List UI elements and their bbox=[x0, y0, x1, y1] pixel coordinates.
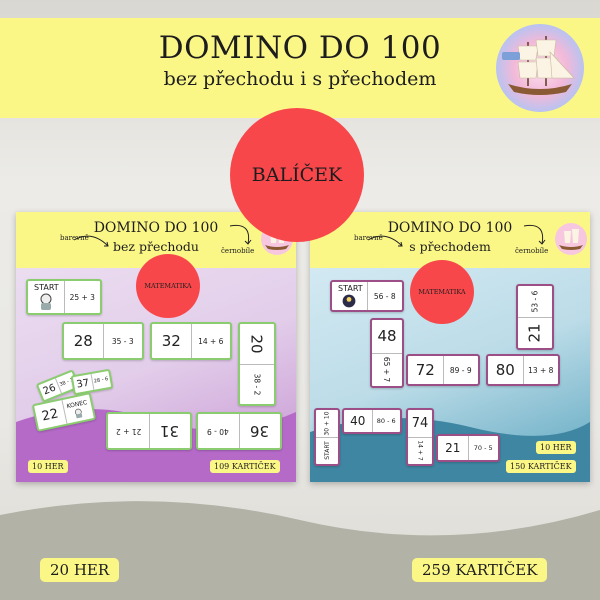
astronaut-icon bbox=[40, 293, 52, 310]
tile-expr: 14 + 7 bbox=[416, 440, 424, 461]
tile-number: 80 bbox=[495, 361, 515, 379]
domino-tile: 40 - 9 36 bbox=[196, 412, 282, 450]
domino-tile: 80 13 + 8 bbox=[486, 354, 560, 386]
package-label: BALÍČEK bbox=[251, 164, 343, 186]
product-title: DOMINO DO 100 bbox=[387, 220, 513, 236]
tile-number: 48 bbox=[377, 327, 397, 346]
note-color: barevně bbox=[354, 234, 383, 242]
domino-tile: 53 - 6 21 bbox=[516, 284, 554, 350]
games-badge: 10 HER bbox=[28, 460, 68, 473]
tile-expr: 70 - 5 bbox=[467, 436, 499, 460]
games-badge: 10 HER bbox=[536, 441, 576, 454]
domino-tile: 28 35 - 3 bbox=[62, 322, 144, 360]
domino-tile: 32 14 + 6 bbox=[150, 322, 232, 360]
topic-label: MATEMATIKA bbox=[418, 288, 466, 296]
tile-number: 20 bbox=[248, 334, 266, 354]
tile-expr: 65 + 7 bbox=[382, 357, 392, 383]
tile-number: 32 bbox=[161, 332, 181, 350]
total-games-badge: 20 HER bbox=[40, 558, 120, 582]
domino-tile: 40 80 - 6 bbox=[342, 408, 402, 434]
end-half: KONEC bbox=[61, 394, 94, 424]
tile-expr: 14 + 6 bbox=[190, 324, 231, 358]
tile-expr: 80 - 6 bbox=[371, 410, 401, 432]
product-card-right: DOMINO DO 100 s přechodem barevně černob… bbox=[310, 212, 590, 482]
domino-tile-start: START 56 - 8 bbox=[330, 280, 404, 312]
astronaut-icon bbox=[75, 408, 83, 418]
note-bw: černobíle bbox=[221, 247, 255, 255]
ship-logo-icon bbox=[555, 223, 587, 255]
domino-tile-start: START 25 + 3 bbox=[26, 279, 102, 315]
tile-expr: 28 - 6 bbox=[90, 370, 112, 390]
tile-expr: 13 + 8 bbox=[522, 356, 559, 384]
total-cards-badge: 259 KARTIČEK bbox=[412, 558, 548, 582]
tile-expr: 38 - 2 bbox=[252, 373, 262, 396]
tile-expr: 56 - 8 bbox=[366, 282, 403, 310]
cards-badge: 150 KARTIČEK bbox=[506, 460, 576, 473]
domino-tile-end: 22 KONEC bbox=[31, 392, 97, 432]
start-label: START bbox=[34, 283, 59, 292]
arrow-icon bbox=[367, 235, 403, 247]
topic-badge: MATEMATIKA bbox=[136, 254, 200, 318]
ship-logo-icon bbox=[496, 24, 584, 112]
topic-badge: MATEMATIKA bbox=[410, 260, 474, 324]
arrow-icon bbox=[229, 224, 252, 245]
tile-number: 74 bbox=[411, 415, 429, 431]
tile-number: 21 bbox=[526, 323, 544, 343]
astronaut-icon bbox=[342, 294, 356, 308]
tile-expr: 30 + 10 bbox=[323, 411, 331, 436]
domino-tile: 20 38 - 2 bbox=[238, 322, 276, 406]
note-color: barevně bbox=[60, 234, 89, 242]
product-subtitle: s přechodem bbox=[409, 239, 491, 254]
arrow-icon bbox=[73, 235, 109, 247]
product-subtitle: bez přechodu bbox=[113, 239, 199, 254]
tile-number: 40 bbox=[350, 414, 366, 428]
domino-tile: 72 89 - 9 bbox=[406, 354, 480, 386]
tile-number: 72 bbox=[415, 361, 435, 379]
package-badge: BALÍČEK bbox=[230, 108, 364, 242]
arrow-icon bbox=[523, 224, 546, 245]
bottom-wave bbox=[0, 501, 600, 600]
start-label: START bbox=[323, 441, 331, 461]
tile-expr: 35 - 3 bbox=[102, 324, 143, 358]
tile-expr: 40 - 9 bbox=[207, 426, 230, 436]
main-title: DOMINO DO 100 bbox=[158, 30, 442, 66]
tile-expr: 89 - 9 bbox=[442, 356, 479, 384]
tile-number: 21 bbox=[445, 441, 461, 455]
tile-number: 31 bbox=[160, 422, 180, 440]
product-card-left: DOMINO DO 100 bez přechodu barevně černo… bbox=[16, 212, 296, 482]
tile-expr: 25 + 3 bbox=[63, 281, 101, 313]
tile-expr: 21 + 2 bbox=[115, 426, 141, 436]
product-title: DOMINO DO 100 bbox=[93, 220, 219, 236]
domino-tile: 21 70 - 5 bbox=[436, 434, 500, 462]
domino-tile-start: 30 + 10 START bbox=[314, 408, 340, 466]
domino-tile: 48 65 + 7 bbox=[370, 318, 404, 388]
start-label: START bbox=[338, 284, 363, 293]
topic-label: MATEMATIKA bbox=[144, 282, 192, 290]
domino-tile: 74 14 + 7 bbox=[406, 408, 434, 466]
domino-tile: 21 + 2 31 bbox=[106, 412, 192, 450]
cards-badge: 109 KARTIČEK bbox=[210, 460, 280, 473]
main-subtitle: bez přechodu i s přechodem bbox=[163, 68, 437, 90]
tile-number: 28 bbox=[73, 332, 93, 350]
tile-number: 36 bbox=[250, 422, 270, 440]
product-header-band bbox=[310, 212, 590, 268]
tile-expr: 53 - 6 bbox=[530, 290, 540, 313]
note-bw: černobíle bbox=[515, 247, 549, 255]
